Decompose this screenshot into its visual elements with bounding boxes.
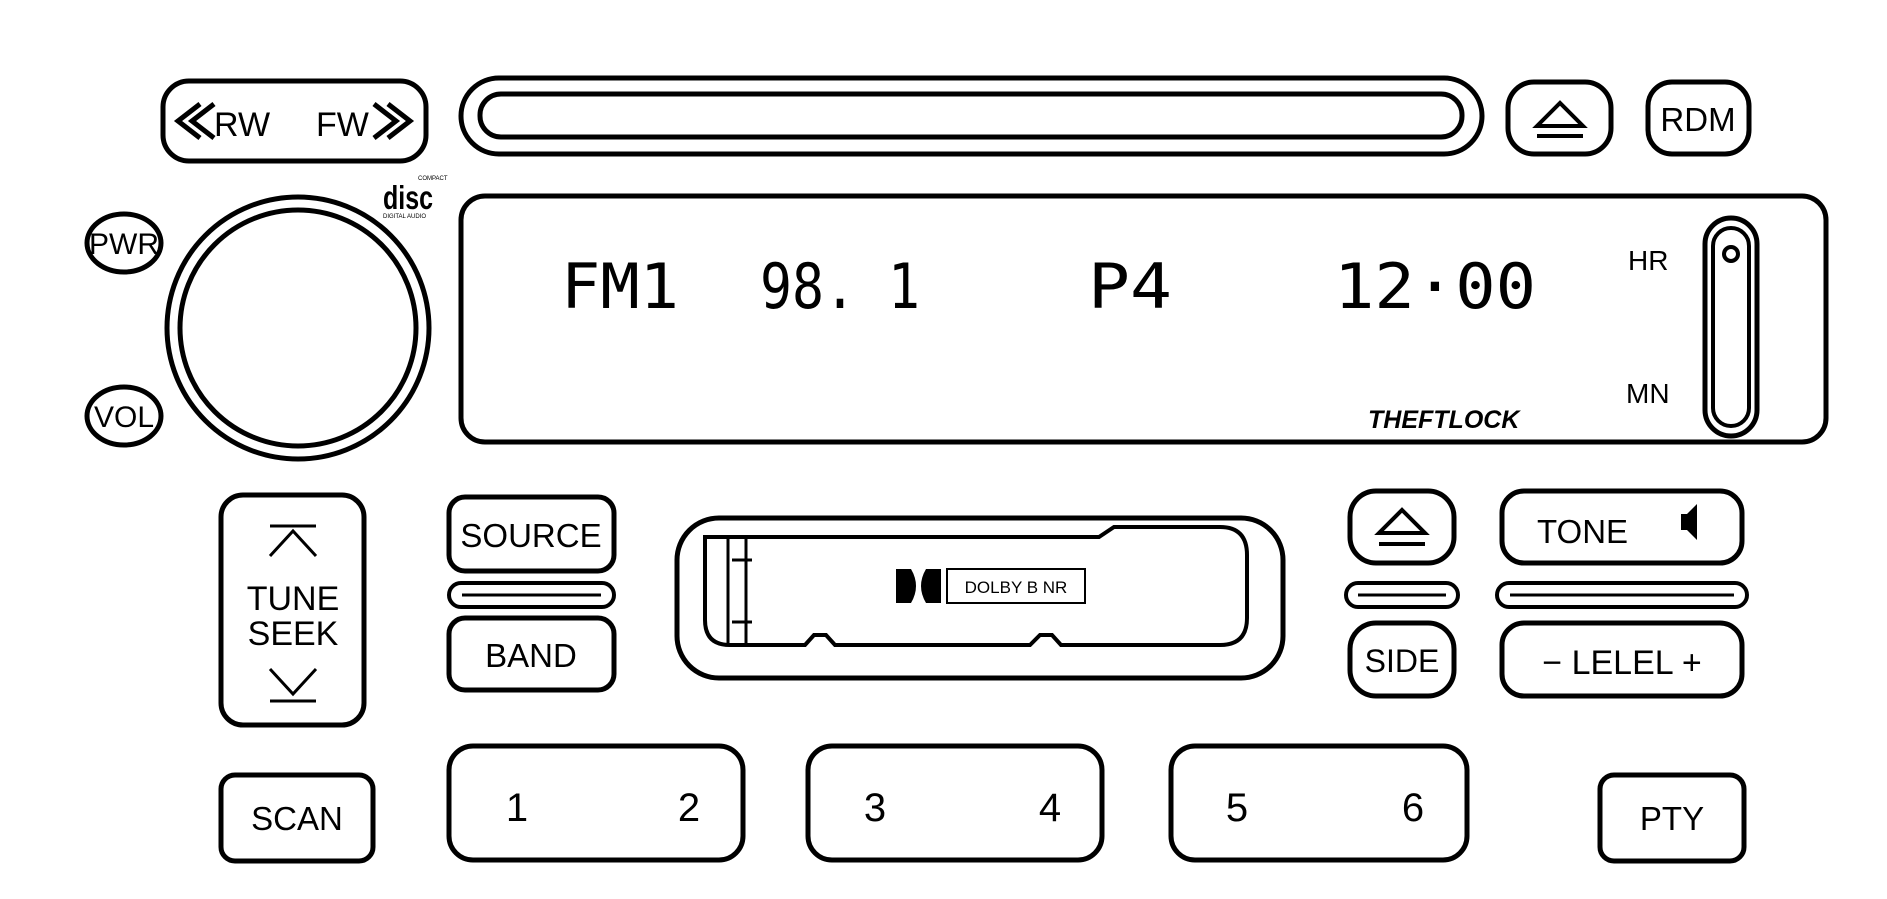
band-button[interactable]: BAND (446, 615, 617, 693)
display-preset: P4 (1088, 250, 1172, 323)
hr-mn-rocker[interactable] (1702, 215, 1760, 439)
volume-button[interactable]: VOL (84, 384, 164, 448)
pty-label: PTY (1640, 800, 1704, 837)
rw-label: RW (214, 106, 270, 144)
dolby-icon (896, 569, 941, 603)
rdm-label: RDM (1660, 101, 1735, 138)
compact-disc-logo: COMPACT disc DIGITAL AUDIO (383, 176, 448, 220)
display-clock: 12·00 (1334, 250, 1536, 323)
side-button[interactable]: SIDE (1347, 620, 1457, 699)
svg-text:disc: disc (383, 179, 433, 216)
tone-level-divider (1495, 581, 1749, 609)
speaker-icon (1681, 504, 1697, 540)
eject-icon (1374, 507, 1430, 546)
preset-3-label: 3 (864, 786, 886, 830)
eject-icon (1532, 100, 1588, 138)
volume-knob[interactable] (164, 194, 432, 462)
mn-label: MN (1626, 378, 1670, 409)
power-button[interactable]: PWR (84, 211, 164, 275)
tone-button[interactable]: TONE (1499, 488, 1745, 566)
eject-side-divider (1344, 581, 1460, 609)
tune-label: TUNE (247, 580, 340, 618)
tune-seek-button[interactable]: TUNE SEEK (218, 492, 367, 728)
tone-label: TONE (1537, 513, 1628, 550)
pty-button[interactable]: PTY (1597, 772, 1747, 864)
preset-6-label: 6 (1402, 786, 1424, 830)
svg-text:DIGITAL AUDIO: DIGITAL AUDIO (383, 214, 426, 220)
cd-eject-button[interactable] (1505, 79, 1614, 157)
level-button[interactable]: − LELEL + (1499, 620, 1745, 699)
preset-button-3-4[interactable]: 3 4 (805, 743, 1105, 863)
source-label: SOURCE (460, 517, 601, 554)
dolby-label: DOLBY B NR (965, 578, 1068, 597)
preset-4-label: 4 (1039, 786, 1061, 830)
scan-button[interactable]: SCAN (218, 772, 376, 864)
tape-eject-button[interactable] (1347, 488, 1457, 566)
rewind-icon (173, 102, 216, 140)
scan-label: SCAN (251, 800, 343, 837)
cd-slot (458, 75, 1485, 157)
display-frequency: 98. 1 (760, 250, 920, 323)
display-panel: FM1 98. 1 P4 12·00 HR MN THEFTLOCK (458, 193, 1829, 445)
seek-down-icon (268, 667, 318, 703)
rdm-button[interactable]: RDM (1645, 79, 1752, 157)
display-band: FM1 (561, 250, 679, 323)
svg-text:COMPACT: COMPACT (418, 176, 448, 182)
hr-label: HR (1628, 245, 1668, 276)
pwr-label: PWR (89, 228, 159, 261)
seek-label: SEEK (248, 615, 339, 653)
preset-5-label: 5 (1226, 786, 1248, 830)
source-band-divider (447, 581, 616, 609)
preset-button-5-6[interactable]: 5 6 (1168, 743, 1470, 863)
side-label: SIDE (1365, 643, 1440, 679)
preset-2-label: 2 (678, 786, 700, 830)
cassette-slot: DOLBY B NR (674, 515, 1286, 681)
source-button[interactable]: SOURCE (446, 494, 617, 574)
vol-label: VOL (94, 401, 154, 434)
preset-1-label: 1 (506, 786, 528, 830)
theftlock-brand: THEFTLOCK (1368, 406, 1521, 434)
fw-label: FW (316, 106, 369, 144)
rw-fw-button[interactable]: RW FW (160, 78, 429, 164)
fast-forward-icon (372, 102, 415, 140)
seek-up-icon (268, 524, 318, 558)
preset-button-1-2[interactable]: 1 2 (446, 743, 746, 863)
band-label: BAND (485, 637, 577, 674)
level-label: − LELEL + (1542, 644, 1701, 682)
